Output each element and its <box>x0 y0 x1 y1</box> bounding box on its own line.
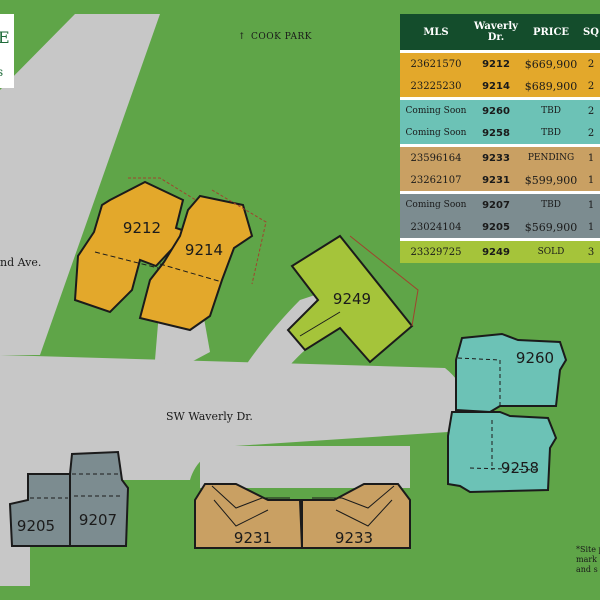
lot-9260-label: 9260 <box>516 349 554 367</box>
header-mls: MLS <box>400 14 472 52</box>
lot-9205-label: 9205 <box>17 517 55 535</box>
listing-price: $689,900 <box>524 79 578 93</box>
listing-mls: 23329725 <box>400 238 472 263</box>
lot-9258[interactable]: 9258 <box>447 411 558 494</box>
lot-9231[interactable]: 9231 <box>194 483 304 549</box>
listing-price: $669,900 <box>520 50 582 75</box>
listing-sqft: 2 <box>587 127 595 139</box>
lot-9231-label: 9231 <box>234 529 272 547</box>
listing-mls: Coming Soon <box>405 128 467 138</box>
listing-price: TBD <box>520 191 582 216</box>
footnote-line-1: *Site p <box>576 545 600 554</box>
listing-mls: 23621570 <box>400 50 472 75</box>
listing-price: $569,900 <box>524 220 578 234</box>
driveway-9231 <box>200 446 410 488</box>
lot-9214[interactable]: 9214 <box>138 189 267 332</box>
site-plan-footnote: *Site p mark and s <box>576 545 600 575</box>
listing-mls: 23225230 <box>410 80 462 92</box>
lot-9214-label: 9214 <box>185 241 223 259</box>
listing-address: 9207 <box>472 191 520 216</box>
lot-9207-label: 9207 <box>79 511 117 529</box>
listing-mls: 23262107 <box>410 174 462 186</box>
north-road <box>0 14 160 355</box>
park-label: COOK PARK <box>251 32 312 42</box>
listing-price: TBD <box>520 97 582 122</box>
header-sqft: SQ <box>582 14 600 52</box>
lot-9249[interactable]: 9249 <box>286 234 419 364</box>
listing-address: 9231 <box>482 174 510 186</box>
listing-sqft: 2 <box>582 50 600 75</box>
listing-address: 9260 <box>472 97 520 122</box>
park-arrow-icon: ↑ <box>238 32 246 42</box>
listing-sqft: 3 <box>582 238 600 263</box>
lot-9233-label: 9233 <box>335 529 373 547</box>
lot-9207[interactable]: 9207 <box>69 450 130 547</box>
logo: E s <box>0 14 14 88</box>
lot-9212[interactable]: 9212 <box>73 177 213 314</box>
lot-9260[interactable]: 9260 <box>455 332 568 414</box>
side-road-label: nd Ave. <box>0 256 41 269</box>
listing-sqft: 2 <box>587 80 595 92</box>
header-price: PRICE <box>520 14 582 52</box>
listing-row[interactable]: 23225230 9214 $689,900 2 <box>400 75 600 99</box>
waverly-road-label: SW Waverly Dr. <box>166 410 253 423</box>
listing-price: $599,900 <box>524 173 578 187</box>
listing-row[interactable]: 23262107 9231 $599,900 1 <box>400 169 600 193</box>
listing-price: SOLD <box>520 238 582 263</box>
lot-9233[interactable]: 9233 <box>301 483 411 549</box>
logo-mark-bottom: s <box>0 65 4 79</box>
listing-price: PENDING <box>520 144 582 169</box>
listing-price: TBD <box>541 128 561 138</box>
listing-address: 9249 <box>472 238 520 263</box>
listing-sqft: 1 <box>587 174 595 186</box>
footnote-line-3: and s <box>576 565 598 574</box>
listing-address: 9205 <box>482 221 510 233</box>
listings-header-row: MLS Waverly Dr. PRICE SQ <box>400 14 600 52</box>
lot-9212-label: 9212 <box>123 219 161 237</box>
listing-mls: 23024104 <box>410 221 462 233</box>
footnote-line-2: mark <box>576 555 598 564</box>
listing-row[interactable]: 23024104 9205 $569,900 1 <box>400 216 600 240</box>
listing-mls: Coming Soon <box>400 191 472 216</box>
listing-mls: 23596164 <box>400 144 472 169</box>
header-address: Waverly Dr. <box>472 14 520 52</box>
listing-sqft: 2 <box>582 97 600 122</box>
listing-sqft: 1 <box>587 221 595 233</box>
lot-9258-label: 9258 <box>501 459 539 477</box>
listing-row[interactable]: Coming Soon 9258 TBD 2 <box>400 122 600 146</box>
listing-address: 9214 <box>482 80 510 92</box>
lot-9249-label: 9249 <box>333 290 371 308</box>
listing-address: 9258 <box>482 127 510 139</box>
logo-mark-top: E <box>0 28 10 47</box>
listing-address: 9233 <box>472 144 520 169</box>
listing-sqft: 1 <box>582 144 600 169</box>
listing-sqft: 1 <box>582 191 600 216</box>
lot-9205[interactable]: 9205 <box>8 473 71 547</box>
listing-mls: Coming Soon <box>400 97 472 122</box>
listing-address: 9212 <box>472 50 520 75</box>
